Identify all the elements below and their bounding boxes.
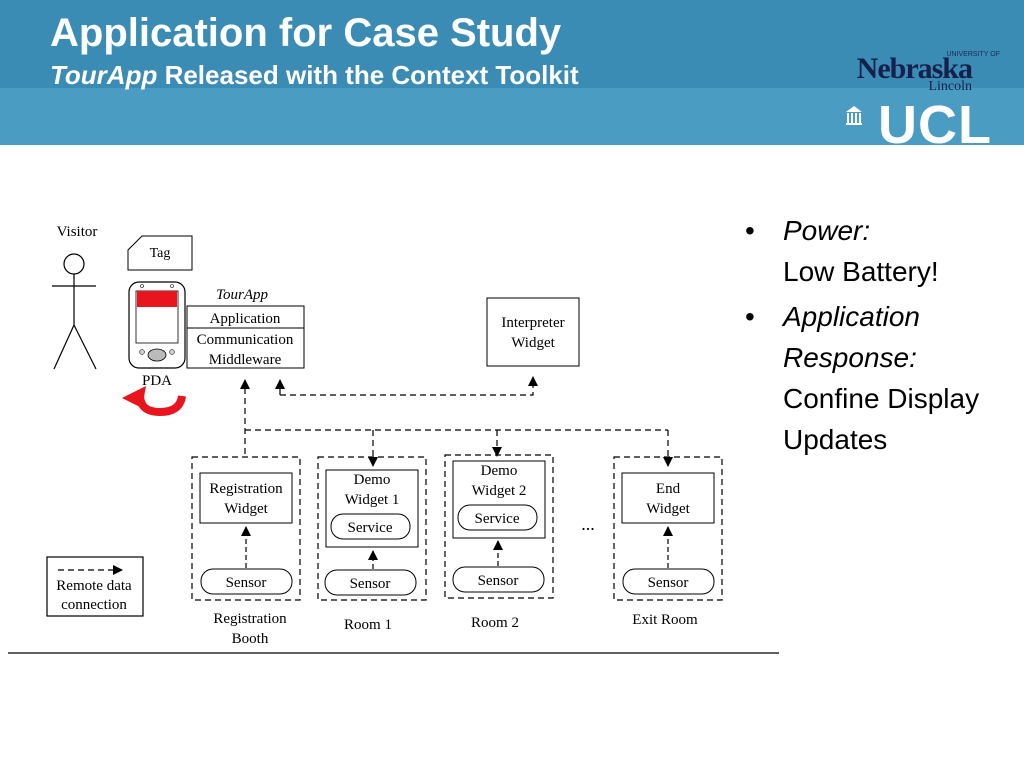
header-top-band: [0, 0, 1024, 88]
registration-booth-container: [191, 456, 301, 601]
sensor-room2: [452, 566, 545, 593]
sensor-connections: [241, 526, 673, 569]
interpreter-line1: Interpreter: [501, 315, 564, 331]
slide-title: Application for Case Study: [50, 11, 562, 55]
sensor-room1-label: Sensor: [350, 576, 391, 592]
bullet-response: Application Response: Confine Display Up…: [745, 296, 1015, 460]
bullet-power: Power: Low Battery!: [745, 210, 1015, 292]
visitor-label: Visitor: [57, 224, 98, 240]
interpreter-line2: Widget: [511, 335, 555, 351]
middleware-box: [186, 327, 305, 369]
slide-subtitle: TourApp Released with the Context Toolki…: [50, 59, 579, 91]
nebraska-logo: Nebraska: [856, 52, 973, 85]
room1-label: Room 1: [344, 617, 392, 633]
legend-line2: connection: [61, 597, 127, 613]
service1-pill: [330, 513, 411, 540]
nebraska-university-text: UNIVERSITY OF: [946, 51, 1000, 58]
interpreter-widget-box: [486, 297, 580, 367]
service1-label: Service: [348, 520, 393, 536]
service2-label: Service: [475, 511, 520, 527]
end-widget-box: [621, 472, 715, 524]
demo2-line2: Widget 2: [472, 483, 527, 499]
tag-icon: [127, 235, 193, 271]
subtitle-rest: Released with the Context Toolkit: [157, 60, 579, 90]
room1-container: [317, 456, 427, 601]
end-line2: Widget: [646, 501, 690, 517]
room2-label: Room 2: [471, 615, 519, 631]
registration-line1: Registration: [209, 481, 283, 497]
tag-label: Tag: [150, 246, 171, 261]
bullet-power-value: Low Battery!: [783, 256, 939, 287]
legend-box: [46, 556, 144, 617]
sensor-exit-label: Sensor: [648, 575, 689, 591]
bullet-response-label: Application Response:: [783, 301, 920, 373]
bullet-list: Power: Low Battery! Application Response…: [745, 210, 1015, 464]
visitor-stick-figure: [52, 253, 97, 370]
subtitle-tourapp: TourApp: [50, 60, 158, 90]
slide-header: Application for Case Study TourApp Relea…: [0, 0, 1024, 152]
communication-label: Communication: [197, 332, 294, 348]
end-line1: End: [656, 481, 681, 497]
bullet-power-label: Power:: [783, 215, 871, 246]
more-rooms-ellipsis: ...: [581, 514, 595, 534]
ucl-portico-icon: [846, 106, 862, 125]
registration-widget-box: [199, 472, 293, 524]
rotate-arrow-icon: [122, 386, 186, 417]
demo1-line2: Widget 1: [345, 492, 400, 508]
sensor-room2-label: Sensor: [478, 573, 519, 589]
ucl-logo: UCL: [878, 95, 992, 155]
application-label: Application: [210, 311, 281, 327]
middleware-label: Middleware: [209, 352, 282, 368]
service2-pill: [457, 504, 538, 531]
room2-container: [444, 454, 554, 599]
bullet-response-value: Confine Display Updates: [783, 383, 980, 455]
legend-line1: Remote data: [56, 578, 132, 594]
sensor-exit: [622, 568, 715, 595]
registration-booth-label-line2: Booth: [232, 631, 269, 647]
nebraska-lincoln-text: Lincoln: [928, 79, 972, 94]
remote-data-connections: [240, 376, 673, 467]
demo1-line1: Demo: [354, 472, 391, 488]
pda-label: PDA: [142, 373, 172, 389]
sensor-registration-label: Sensor: [226, 575, 267, 591]
sensor-registration: [200, 568, 293, 595]
exit-room-container: [613, 456, 723, 601]
exit-room-label: Exit Room: [632, 612, 698, 628]
demo2-line1: Demo: [481, 463, 518, 479]
registration-line2: Widget: [224, 501, 268, 517]
tourapp-label: TourApp: [216, 287, 268, 303]
registration-booth-label-line1: Registration: [213, 611, 287, 627]
sensor-room1: [324, 569, 417, 596]
pda-device-icon: [128, 281, 186, 369]
